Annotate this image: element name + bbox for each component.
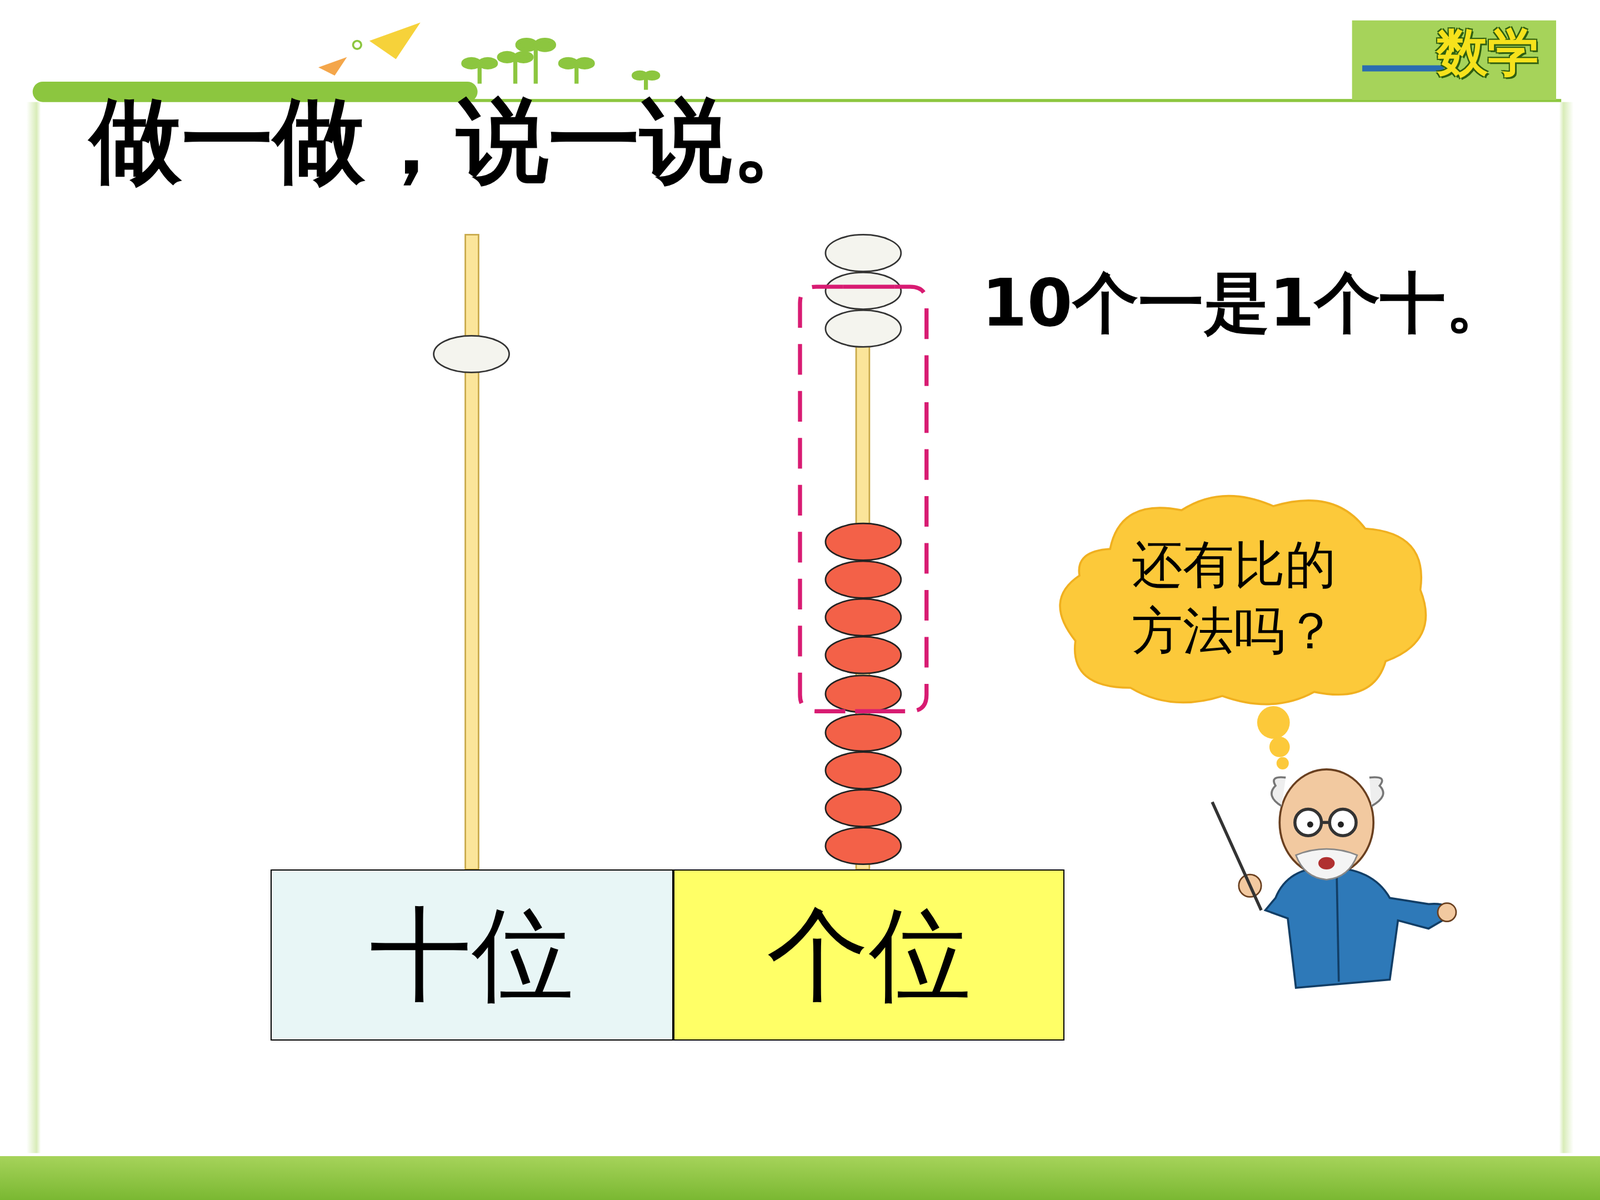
slide-title: 做一做，说一说。 xyxy=(90,90,824,192)
side-tint xyxy=(26,102,42,1154)
red-beads xyxy=(825,523,902,864)
dashed-bracket xyxy=(800,286,927,712)
cloud-outline xyxy=(1060,495,1426,704)
white-beads xyxy=(825,234,902,347)
logo-panel xyxy=(1352,20,1557,100)
bracket-tick xyxy=(842,284,895,289)
logo-panel xyxy=(1362,65,1444,72)
thought-cloud: 还有比的 方法吗？ xyxy=(1048,487,1439,709)
tens-place-box: 十位 xyxy=(270,869,674,1042)
bracket-tick xyxy=(855,709,905,714)
paper-planes xyxy=(318,22,421,76)
tens-rod xyxy=(465,234,479,869)
side-tint xyxy=(1559,102,1574,1154)
logo-text: 数学 xyxy=(1436,24,1539,81)
sprouts xyxy=(463,40,659,90)
bottom-bar xyxy=(0,1156,1600,1200)
white-bead xyxy=(433,335,510,373)
bubble-text: 还有比的 方法吗？ xyxy=(1131,531,1357,665)
ones-place-box: 个位 xyxy=(673,869,1064,1042)
place-label: 个位 xyxy=(766,888,972,1022)
thought-trail xyxy=(1257,706,1290,770)
statement-text: 10个一是1个十。 xyxy=(981,267,1512,339)
cloud-shape xyxy=(1048,487,1439,709)
teacher-figure xyxy=(1212,769,1457,988)
place-label: 十位 xyxy=(369,888,574,1022)
